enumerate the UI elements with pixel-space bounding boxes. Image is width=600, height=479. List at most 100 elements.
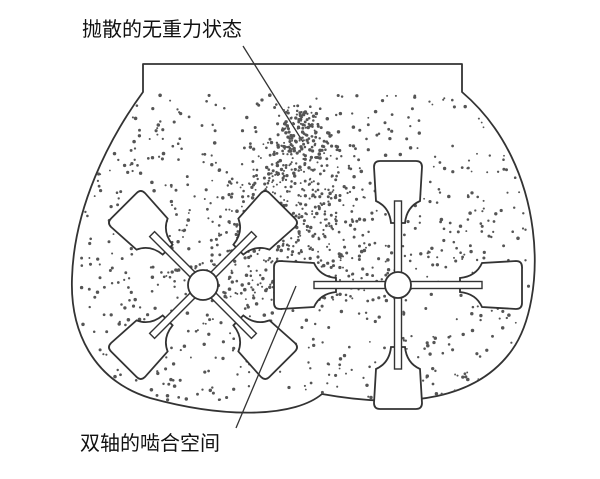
particle: [150, 275, 155, 279]
particle: [310, 145, 314, 149]
particle: [203, 370, 207, 374]
particle: [340, 254, 343, 257]
particle: [286, 109, 289, 112]
particle: [209, 238, 213, 242]
particle: [96, 179, 100, 183]
particle: [145, 313, 150, 317]
particle: [304, 133, 308, 137]
particle: [386, 94, 389, 97]
particle: [466, 218, 470, 221]
particle: [461, 257, 464, 261]
particle: [328, 243, 331, 245]
particle: [188, 208, 191, 212]
particle: [202, 160, 205, 164]
particle: [187, 115, 191, 119]
particle: [415, 267, 418, 270]
particle: [312, 180, 315, 183]
particle: [211, 179, 214, 182]
particle: [305, 138, 309, 142]
particle: [287, 385, 291, 390]
particle: [303, 194, 308, 198]
particle: [300, 326, 304, 329]
particle: [426, 343, 430, 348]
particle: [201, 388, 204, 391]
particle: [362, 248, 367, 253]
particle: [476, 305, 479, 308]
particle: [433, 155, 437, 158]
particle: [405, 137, 409, 141]
particle: [240, 205, 243, 208]
particle: [346, 191, 349, 195]
particle: [329, 196, 333, 200]
particle: [401, 244, 405, 248]
particle: [198, 240, 201, 244]
particle: [375, 209, 378, 212]
particle: [308, 182, 311, 186]
particle: [290, 168, 293, 171]
particle: [206, 207, 209, 211]
particle: [251, 183, 256, 187]
particle: [124, 271, 128, 275]
particle: [230, 192, 234, 196]
particle: [294, 214, 298, 218]
particle: [313, 195, 317, 199]
particle: [319, 126, 323, 130]
particle: [303, 257, 306, 260]
particle: [227, 180, 232, 184]
particle: [351, 125, 356, 129]
particle: [387, 127, 391, 131]
particle: [169, 199, 174, 204]
particle: [81, 322, 85, 327]
particle: [275, 161, 278, 165]
particle: [325, 131, 330, 135]
particle: [243, 256, 247, 260]
particle: [164, 184, 167, 187]
particle: [358, 167, 361, 170]
particle: [287, 149, 291, 153]
particle: [311, 139, 316, 143]
particle: [272, 152, 276, 157]
particle: [97, 172, 101, 176]
particle: [133, 116, 138, 121]
particle: [338, 363, 342, 367]
particle: [290, 148, 293, 151]
particle: [311, 149, 315, 153]
particle: [309, 225, 313, 230]
particle: [320, 390, 324, 394]
particle: [298, 136, 302, 140]
particle: [240, 163, 244, 166]
particle: [205, 99, 208, 103]
particle: [265, 146, 268, 150]
particle: [211, 386, 214, 389]
particle: [117, 197, 120, 200]
particle: [451, 348, 455, 352]
particle: [347, 274, 351, 278]
particle: [302, 153, 305, 156]
particle: [402, 339, 406, 342]
particle: [321, 341, 324, 344]
particle: [234, 232, 238, 237]
particle: [256, 177, 259, 181]
particle: [336, 93, 340, 98]
particle: [440, 249, 444, 252]
particle: [270, 163, 274, 166]
particle: [340, 155, 343, 158]
particle: [365, 317, 369, 320]
particle: [259, 282, 262, 285]
particle: [311, 114, 316, 118]
particle: [304, 212, 307, 215]
particle: [250, 196, 255, 200]
particle: [161, 151, 166, 156]
particle: [242, 200, 245, 204]
particle: [328, 225, 331, 228]
particle: [162, 382, 165, 386]
particle: [283, 121, 286, 125]
particle: [322, 228, 325, 232]
particle: [210, 246, 214, 250]
particle: [466, 194, 470, 197]
particle: [129, 246, 133, 251]
particle: [496, 170, 500, 173]
particle: [471, 305, 475, 309]
particle: [313, 322, 317, 326]
particle: [123, 306, 127, 310]
